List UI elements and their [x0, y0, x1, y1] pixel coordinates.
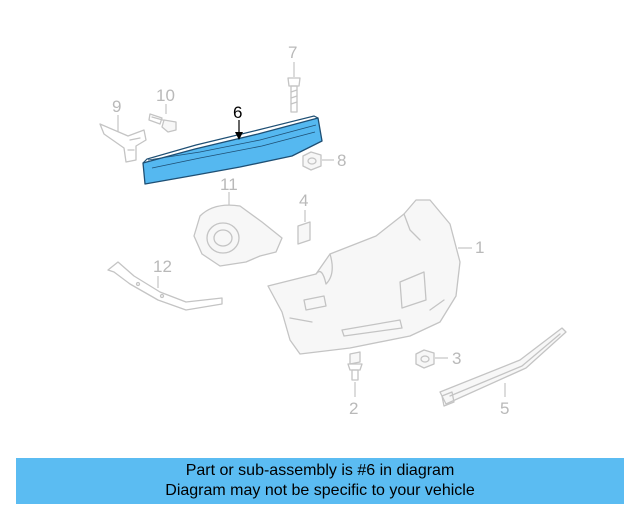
callout-10: 10: [156, 86, 175, 105]
callout-1: 1: [475, 238, 484, 257]
callout-6: 6: [233, 103, 242, 122]
part-9-bracket: 9: [99, 97, 147, 163]
part-10-bolt: 10: [148, 86, 177, 133]
part-3-nut: 3: [415, 349, 461, 369]
callout-8: 8: [337, 151, 346, 170]
parts-diagram: 7 10 9 6 8 11: [99, 43, 567, 418]
callout-4: 4: [299, 191, 308, 210]
callout-3: 3: [452, 349, 461, 368]
part-6-reinforcement: 6: [142, 103, 323, 185]
callout-5: 5: [500, 399, 509, 418]
highlighted-part: [142, 117, 323, 185]
banner-line-2: Diagram may not be specific to your vehi…: [165, 482, 475, 499]
info-banner: Part or sub-assembly is #6 in diagram Di…: [16, 458, 624, 504]
part-7-bolt: 7: [287, 43, 301, 113]
callout-2: 2: [349, 399, 358, 418]
banner-line-1: Part or sub-assembly is #6 in diagram: [185, 462, 455, 479]
part-2-bolt: 2: [347, 351, 363, 418]
part-8-nut: 8: [302, 151, 346, 171]
callout-11: 11: [220, 175, 238, 194]
callout-12: 12: [153, 257, 172, 276]
part-5-molding: 5: [439, 327, 567, 418]
callout-7: 7: [288, 43, 297, 62]
part-1-bumper-cover: 1: [267, 199, 484, 355]
callout-9: 9: [112, 97, 121, 116]
part-4-retainer: 4: [297, 191, 311, 245]
part-11-housing: 11: [193, 175, 283, 267]
part-12-bracket: 12: [107, 257, 223, 311]
